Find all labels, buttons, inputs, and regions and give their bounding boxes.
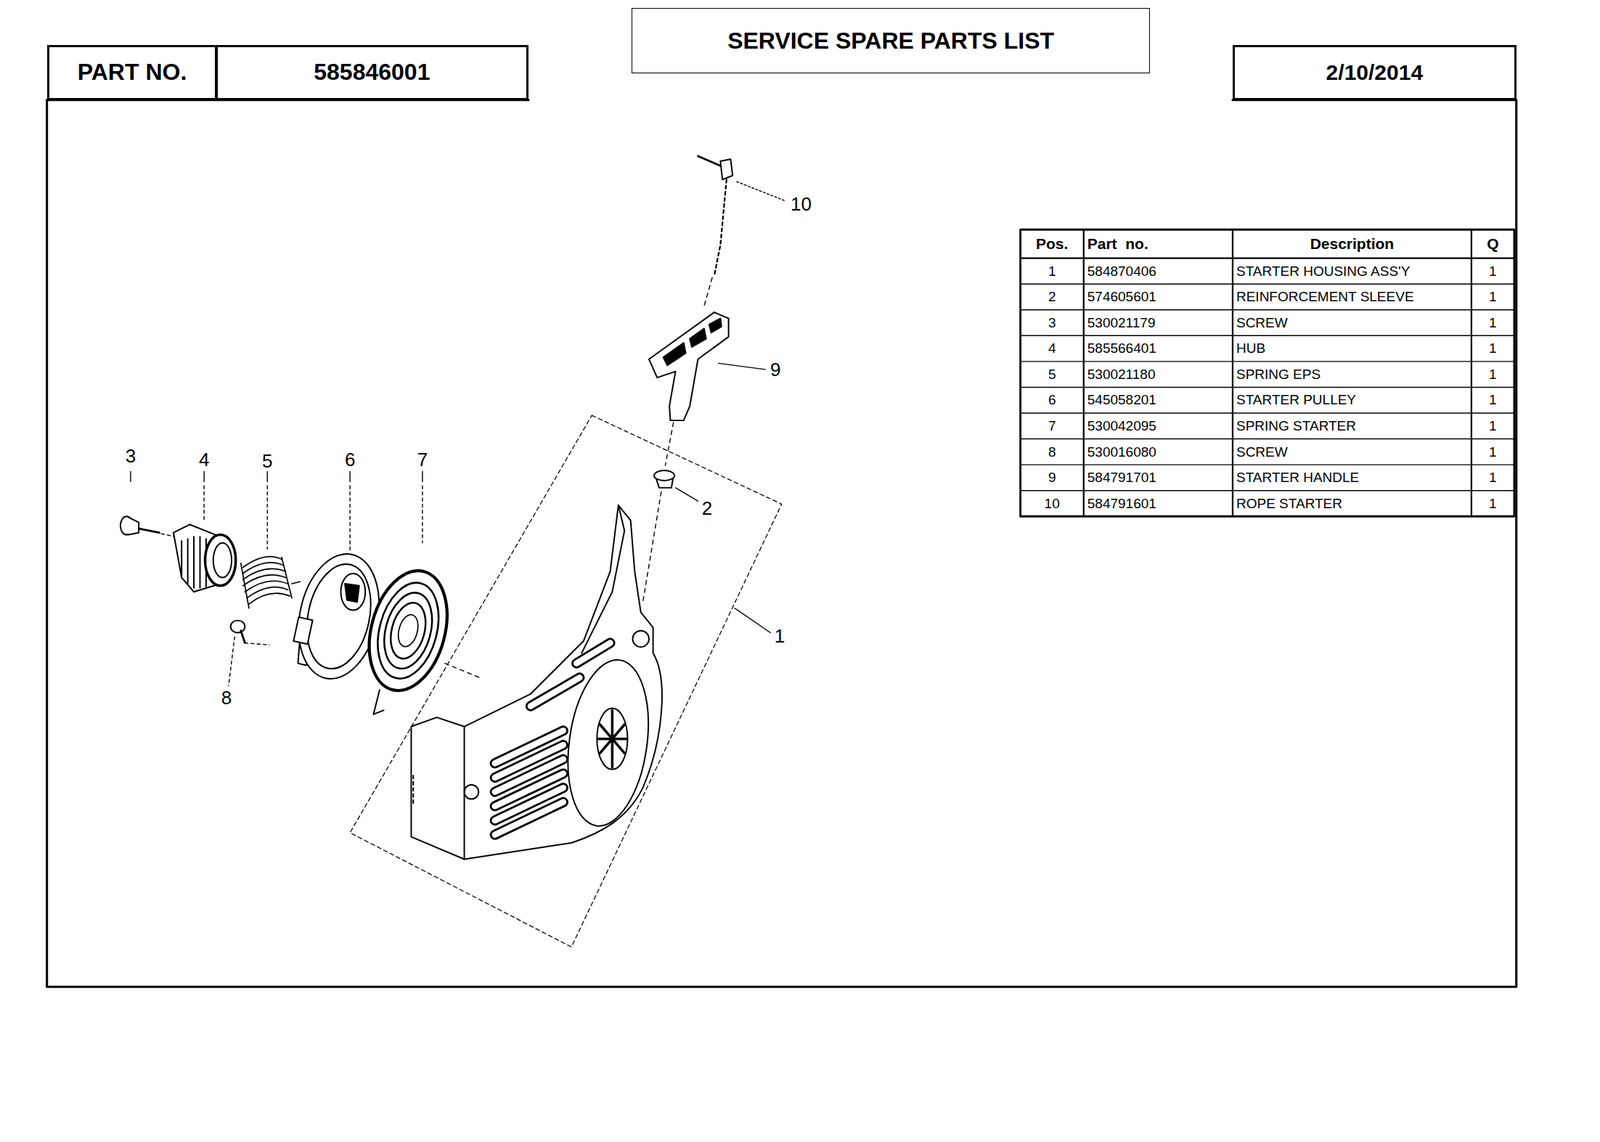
table-cell: 1 bbox=[1471, 464, 1515, 491]
table-cell: 1 bbox=[1471, 439, 1515, 466]
table-cell: 2 bbox=[1020, 283, 1084, 310]
table-cell: 530016080 bbox=[1083, 439, 1233, 466]
table-cell: HUB bbox=[1232, 335, 1472, 362]
table-cell: 9 bbox=[1020, 464, 1084, 491]
header-text: SERVICE SPARE PARTS LIST bbox=[727, 27, 1055, 55]
table-cell: ROPE STARTER bbox=[1232, 490, 1472, 517]
callout-number: 1 bbox=[773, 626, 787, 646]
table-cell: SCREW bbox=[1232, 309, 1472, 337]
table-cell: 8 bbox=[1020, 439, 1084, 466]
table-header: Q bbox=[1471, 229, 1515, 258]
table-cell: 1 bbox=[1471, 413, 1515, 440]
callout-number: 3 bbox=[124, 446, 138, 466]
table-cell: 1 bbox=[1471, 335, 1515, 362]
table-header: Part no. bbox=[1083, 229, 1233, 258]
title-box: SERVICE SPARE PARTS LIST bbox=[631, 7, 1150, 74]
table-cell: 1 bbox=[1020, 258, 1084, 285]
table-cell: 530021180 bbox=[1083, 361, 1233, 388]
starter-handle bbox=[649, 312, 766, 466]
table-cell: 6 bbox=[1020, 386, 1084, 414]
table-cell: 1 bbox=[1471, 361, 1515, 388]
table-cell: SPRING EPS bbox=[1232, 361, 1472, 388]
starter-spring bbox=[357, 471, 480, 715]
header-label-box: PART NO. bbox=[47, 45, 218, 101]
sheet-frame bbox=[47, 100, 1517, 987]
table-cell: 545058201 bbox=[1083, 386, 1233, 414]
header-text: 2/10/2014 bbox=[1326, 60, 1423, 85]
date-box: 2/10/2014 bbox=[1232, 45, 1517, 101]
callout-number: 8 bbox=[219, 688, 234, 708]
header-text: PART NO. bbox=[77, 58, 188, 86]
table-cell: 1 bbox=[1471, 258, 1515, 285]
reinforcement-sleeve bbox=[643, 470, 771, 633]
table-cell: 530021179 bbox=[1083, 309, 1233, 337]
table-cell: 3 bbox=[1020, 309, 1084, 337]
table-cell: 5 bbox=[1020, 361, 1084, 388]
part-number-box: 585846001 bbox=[215, 45, 530, 101]
table-cell: SPRING STARTER bbox=[1232, 413, 1472, 440]
table-cell: STARTER HOUSING ASS'Y bbox=[1232, 258, 1472, 285]
spring bbox=[241, 471, 301, 608]
table-cell: 4 bbox=[1020, 335, 1084, 362]
table-cell: 1 bbox=[1471, 283, 1515, 310]
screw bbox=[228, 620, 270, 687]
starter-housing bbox=[410, 505, 662, 860]
table-cell: STARTER PULLEY bbox=[1232, 386, 1472, 414]
table-cell: REINFORCEMENT SLEEVE bbox=[1232, 283, 1472, 310]
parts-table-grid bbox=[1020, 229, 1515, 517]
callout-number: 5 bbox=[260, 451, 274, 471]
callout-number: 6 bbox=[343, 450, 357, 469]
table-cell: 1 bbox=[1471, 386, 1515, 414]
table-cell: 10 bbox=[1020, 490, 1084, 517]
table-cell: SCREW bbox=[1232, 439, 1472, 466]
table-cell: 585566401 bbox=[1083, 335, 1233, 362]
table-header: Description bbox=[1232, 229, 1472, 258]
callout-number: 9 bbox=[768, 360, 782, 379]
callout-number: 10 bbox=[789, 194, 814, 214]
callout-number: 7 bbox=[415, 450, 430, 469]
table-cell: 584791701 bbox=[1083, 464, 1233, 491]
table-header: Pos. bbox=[1020, 229, 1084, 258]
table-cell: 584870406 bbox=[1083, 258, 1233, 285]
table-cell: 1 bbox=[1471, 309, 1515, 337]
table-cell: 7 bbox=[1020, 413, 1084, 440]
callout-number: 2 bbox=[700, 498, 714, 518]
table-cell: STARTER HANDLE bbox=[1232, 464, 1472, 491]
table-cell: 1 bbox=[1471, 490, 1515, 517]
callout-number: 4 bbox=[197, 450, 211, 469]
header-text: 585846001 bbox=[313, 58, 430, 86]
table-cell: 584791601 bbox=[1083, 490, 1233, 517]
table-cell: 530042095 bbox=[1083, 413, 1233, 440]
assembly-outline bbox=[349, 415, 782, 947]
screw bbox=[120, 471, 176, 537]
table-cell: 574605601 bbox=[1083, 283, 1233, 310]
starter-rope bbox=[697, 156, 786, 307]
hub bbox=[173, 471, 236, 592]
